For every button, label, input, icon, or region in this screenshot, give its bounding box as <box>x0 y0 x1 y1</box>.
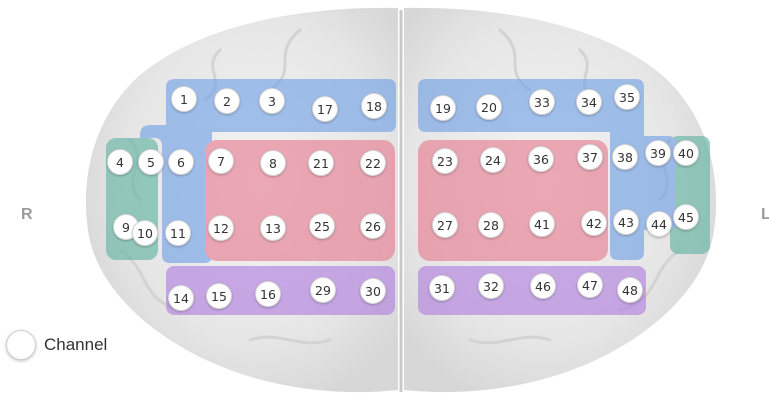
channel-25: 25 <box>309 213 335 239</box>
channel-32: 32 <box>478 273 504 299</box>
channel-11: 11 <box>165 220 191 246</box>
channel-47: 47 <box>577 272 603 298</box>
channel-7: 7 <box>208 148 234 174</box>
channel-26: 26 <box>360 213 386 239</box>
channel-15: 15 <box>206 283 232 309</box>
channel-20: 20 <box>476 94 502 120</box>
channel-3: 3 <box>259 88 285 114</box>
channel-29: 29 <box>310 277 336 303</box>
channel-10: 10 <box>132 220 158 246</box>
channel-40: 40 <box>673 140 699 166</box>
channel-16: 16 <box>255 281 281 307</box>
legend: Channel <box>6 328 107 362</box>
region-pink-right <box>205 140 395 261</box>
channel-12: 12 <box>208 215 234 241</box>
channel-30: 30 <box>360 278 386 304</box>
channel-34: 34 <box>576 89 602 115</box>
region-pink-left <box>418 140 608 261</box>
channel-33: 33 <box>529 89 555 115</box>
channel-45: 45 <box>673 204 699 230</box>
legend-channel-swatch <box>6 330 36 360</box>
channel-38: 38 <box>612 144 638 170</box>
channel-35: 35 <box>614 84 640 110</box>
left-side-label: L <box>761 206 769 223</box>
channel-6: 6 <box>168 149 194 175</box>
channel-31: 31 <box>429 275 455 301</box>
right-side-label: R <box>21 206 33 223</box>
channel-39: 39 <box>645 140 671 166</box>
channel-22: 22 <box>360 150 386 176</box>
region-blue-right <box>140 79 396 263</box>
channel-44: 44 <box>646 211 672 237</box>
channel-28: 28 <box>478 212 504 238</box>
channel-2: 2 <box>214 88 240 114</box>
channel-21: 21 <box>308 150 334 176</box>
channel-19: 19 <box>430 95 456 121</box>
channel-4: 4 <box>107 149 133 175</box>
channel-46: 46 <box>530 273 556 299</box>
region-blue-left <box>418 79 676 260</box>
channel-18: 18 <box>361 93 387 119</box>
channel-17: 17 <box>312 96 338 122</box>
channel-23: 23 <box>432 148 458 174</box>
channel-24: 24 <box>480 147 506 173</box>
legend-label: Channel <box>44 335 108 354</box>
channel-1: 1 <box>171 86 197 112</box>
channel-37: 37 <box>577 144 603 170</box>
channel-48: 48 <box>617 277 643 303</box>
channel-13: 13 <box>260 215 286 241</box>
channel-27: 27 <box>432 212 458 238</box>
channel-8: 8 <box>260 150 286 176</box>
channel-41: 41 <box>529 211 555 237</box>
channel-42: 42 <box>581 210 607 236</box>
channel-5: 5 <box>138 149 164 175</box>
channel-43: 43 <box>613 209 639 235</box>
channel-14: 14 <box>168 285 194 311</box>
channel-36: 36 <box>528 146 554 172</box>
